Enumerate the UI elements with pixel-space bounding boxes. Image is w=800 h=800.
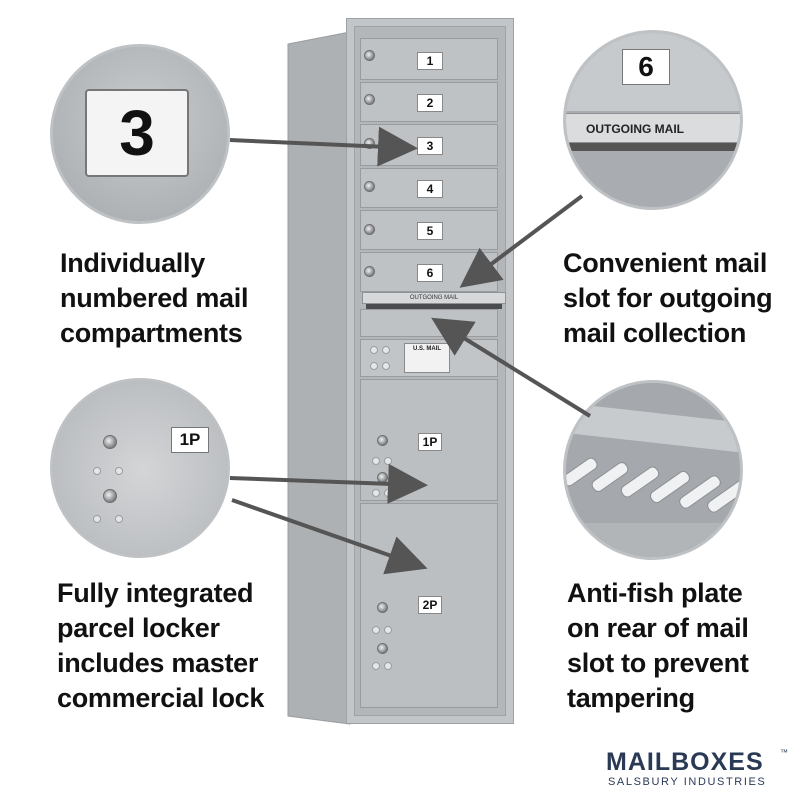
door-number: 2 <box>417 94 443 112</box>
rivet-icon <box>372 457 380 465</box>
rivet-icon <box>93 467 101 475</box>
caption-antifish: Anti-fish plate on rear of mail slot to … <box>567 576 749 716</box>
rivet-icon <box>384 662 392 670</box>
caption-line: commercial lock <box>57 683 265 713</box>
antifish-plate-graphic <box>566 383 740 557</box>
zoom-numbered-door: 3 <box>50 44 230 224</box>
caption-line: includes master <box>57 648 259 678</box>
caption-outgoing: Convenient mail slot for outgoing mail c… <box>563 246 773 351</box>
mail-slot-opening <box>366 304 502 309</box>
outgoing-mail-slot[interactable]: OUTGOING MAIL <box>362 292 506 304</box>
door-number: 5 <box>417 222 443 240</box>
zoom-outgoing-label: OUTGOING MAIL <box>566 113 740 143</box>
brand-tagline: SALSBURY INDUSTRIES <box>608 776 767 788</box>
door-lock-icon <box>364 266 375 277</box>
door-number: 1 <box>417 52 443 70</box>
parcel-lock-icon <box>377 435 388 446</box>
rivet-icon <box>372 662 380 670</box>
usmail-label: U.S. MAIL <box>404 343 450 373</box>
arrow-antifish <box>431 317 592 418</box>
caption-numbered: Individually numbered mail compartments <box>60 246 248 351</box>
arrow-parcel-1 <box>229 463 428 504</box>
arrow-numbered <box>229 126 418 167</box>
caption-line: mail collection <box>563 318 747 348</box>
zoom-door-number: 6 <box>622 49 670 85</box>
rivet-icon <box>370 346 378 354</box>
caption-line: on rear of mail <box>567 613 749 643</box>
zoom-door-number: 3 <box>85 89 189 177</box>
rivet-icon <box>115 467 123 475</box>
caption-line: numbered mail <box>60 283 249 313</box>
door-lock-icon <box>364 224 375 235</box>
rivet-icon <box>372 626 380 634</box>
arrow-parcel-2 <box>231 498 428 575</box>
parcel-lock-icon <box>377 602 388 613</box>
caption-line: slot for outgoing <box>563 283 773 313</box>
zoom-antifish-plate <box>563 380 743 560</box>
rivet-icon <box>370 362 378 370</box>
door-number: 4 <box>417 180 443 198</box>
door-lock-icon <box>364 94 375 105</box>
trademark-mark: ™ <box>780 748 788 757</box>
caption-line: Individually <box>60 248 205 278</box>
parcel-door-number: 2P <box>418 596 442 614</box>
caption-line: parcel locker <box>57 613 220 643</box>
caption-line: Convenient mail <box>563 248 768 278</box>
door-number: 6 <box>417 264 443 282</box>
rivet-icon <box>382 346 390 354</box>
caption-line: Fully integrated <box>57 578 254 608</box>
caption-parcel: Fully integrated parcel locker includes … <box>57 576 264 716</box>
caption-line: slot to prevent <box>567 648 749 678</box>
zoom-parcel-number: 1P <box>171 427 209 453</box>
mailbox-side-panel <box>287 31 351 725</box>
arrow-outgoing <box>459 194 584 288</box>
brand-logo: MAILBOXES <box>606 748 764 776</box>
zoom-outgoing-slot: 6 OUTGOING MAIL <box>563 30 743 210</box>
master-lock-icon <box>103 489 117 503</box>
caption-line: compartments <box>60 318 243 348</box>
master-lock-icon <box>377 643 388 654</box>
door-lock-icon <box>364 50 375 61</box>
zoom-slot-opening <box>566 143 740 151</box>
zoom-parcel-lock: 1P <box>50 378 230 558</box>
parcel-lock-icon <box>103 435 117 449</box>
parcel-door-number: 1P <box>418 433 442 451</box>
door-lock-icon <box>364 138 375 149</box>
caption-line: tampering <box>567 683 695 713</box>
door-lock-icon <box>364 181 375 192</box>
rivet-icon <box>93 515 101 523</box>
rivet-icon <box>115 515 123 523</box>
caption-line: Anti-fish plate <box>567 578 743 608</box>
rivet-icon <box>384 626 392 634</box>
rivet-icon <box>372 489 380 497</box>
mail-door[interactable] <box>360 82 498 122</box>
rivet-icon <box>382 362 390 370</box>
